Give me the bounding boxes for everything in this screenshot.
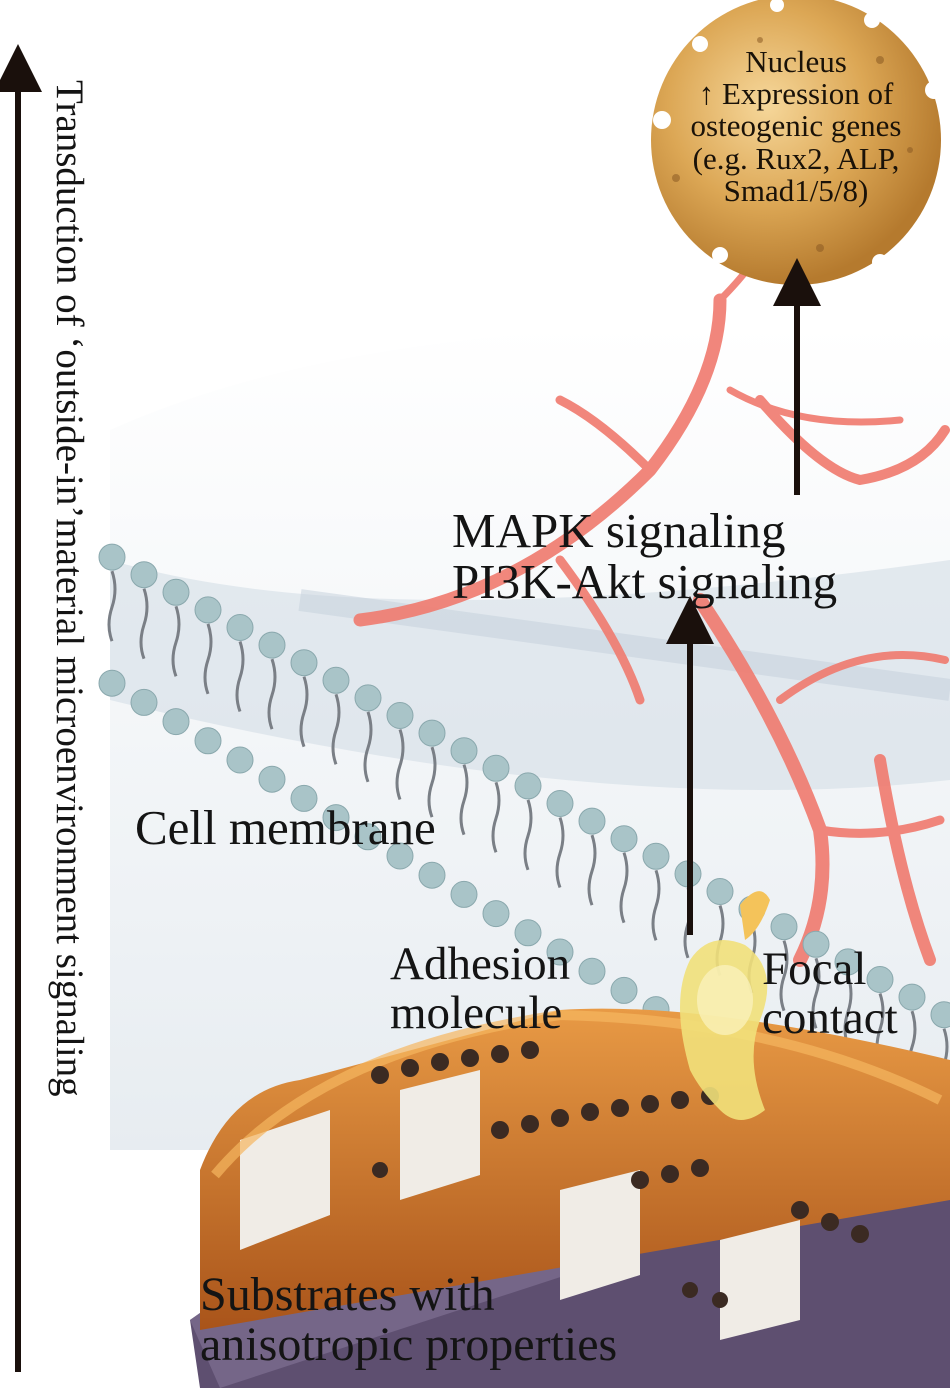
- mapk-signaling-text: MAPK signaling: [452, 503, 786, 558]
- substrate-block: [190, 1008, 950, 1388]
- adhesion-line-2: molecule: [390, 987, 563, 1040]
- nucleus-title: Nucleus: [745, 44, 847, 79]
- actin-filaments: [353, 226, 950, 967]
- substrate-line-2: anisotropic properties: [200, 1318, 618, 1372]
- signaling-label: MAPK signaling PI3K-Akt signaling: [452, 505, 837, 608]
- focal-line-2: contact: [762, 992, 898, 1045]
- nucleus-line-3: osteogenic genes: [690, 108, 902, 144]
- pi3k-akt-signaling-text: PI3K-Akt signaling: [452, 554, 838, 610]
- substrate-line-1: Substrates with: [200, 1268, 495, 1321]
- arrows: [0, 44, 821, 1372]
- cell-membrane-label: Cell membrane: [135, 800, 436, 855]
- substrate-label: Substrates with anisotropic properties: [200, 1268, 618, 1372]
- nucleus-line-5: Smad1/5/8): [723, 172, 869, 208]
- focal-line-1: Focal: [762, 943, 867, 995]
- vertical-axis-caption: Transduction of ‘outside-in’material mic…: [48, 80, 91, 1097]
- focal-contact-blob: [680, 891, 770, 1120]
- nucleus-line-2: ↑ Expression of: [698, 76, 894, 112]
- nucleus-line-4: (e.g. Rux2, ALP,: [692, 140, 900, 176]
- nucleus: [651, 0, 946, 285]
- adhesion-line-1: Adhesion: [390, 938, 571, 990]
- focal-contact-label: Focal contact: [762, 943, 898, 1045]
- nucleus-label: Nucleus ↑ Expression of osteogenic genes…: [655, 44, 937, 208]
- lipid-bilayer-membrane: [98, 543, 950, 1196]
- adhesion-molecule-label: Adhesion molecule: [390, 938, 571, 1040]
